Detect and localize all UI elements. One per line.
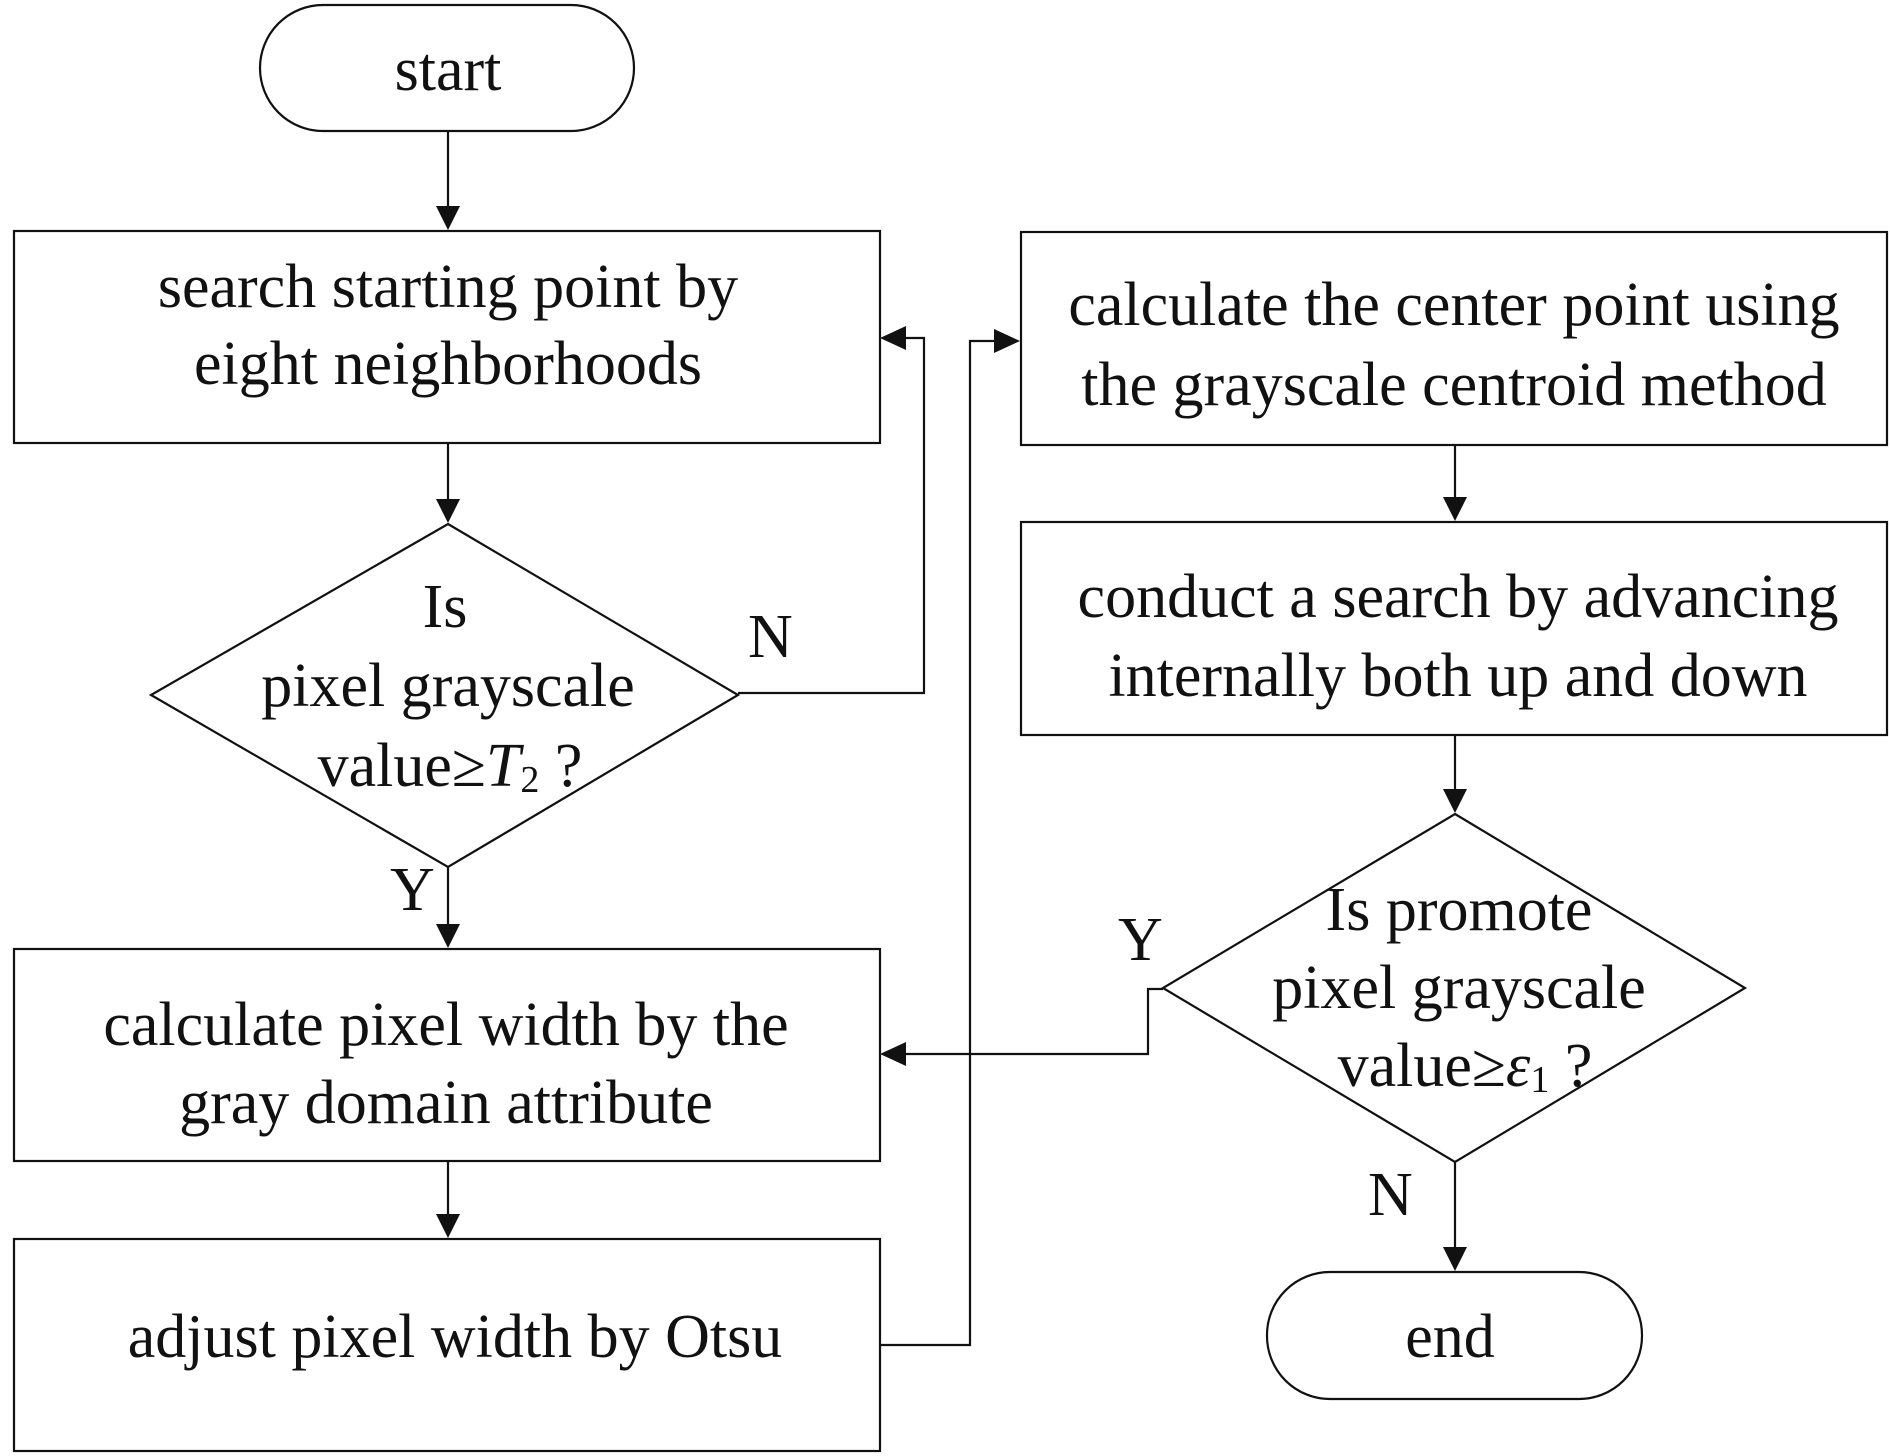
decision-t2-line2: pixel grayscale <box>261 652 635 720</box>
decision-t2-line3: value≥T2 ? <box>318 732 583 801</box>
decision-e1-suffix: ? <box>1549 1032 1592 1100</box>
decision-t2-line1: Is <box>423 573 468 641</box>
calc-width-line1: calculate pixel width by the <box>103 991 788 1059</box>
edge-label-t2-yes: Y <box>390 856 435 924</box>
arrowhead-search-loop-in <box>880 326 906 350</box>
search-start-line1: search starting point by <box>158 253 738 321</box>
internal-search-line2: internally both up and down <box>1108 642 1807 710</box>
decision-e1-line2: pixel grayscale <box>1272 954 1646 1022</box>
arrowhead-internal-search-in <box>1443 497 1467 521</box>
decision-e1-diamond <box>1160 812 1748 1164</box>
start-label: start <box>395 36 502 104</box>
decision-t2-subscript: 2 <box>520 759 539 801</box>
internal-search-box <box>1019 520 1889 737</box>
edge-label-e1-no: N <box>1368 1161 1413 1229</box>
decision-e1-prefix: value≥ <box>1338 1032 1506 1100</box>
arrowhead-end-in <box>1443 1247 1467 1271</box>
decision-t2-node: Is pixel grayscale value≥T2 ? <box>148 522 741 869</box>
end-label: end <box>1405 1303 1495 1371</box>
arrowhead-calc-width-side-in <box>880 1042 906 1066</box>
decision-e1-line1: Is promote <box>1326 876 1593 944</box>
center-point-line2: the grayscale centroid method <box>1081 351 1826 419</box>
decision-t2-suffix: ? <box>539 732 582 800</box>
arrowhead-search-in <box>436 206 460 230</box>
arrowhead-decision-t2-in <box>436 499 460 523</box>
adjust-width-box <box>12 1237 882 1453</box>
center-point-node: calculate the center point using the gra… <box>1019 230 1889 447</box>
calc-width-line2: gray domain attribute <box>179 1069 713 1137</box>
calc-width-node: calculate pixel width by the gray domain… <box>12 947 882 1163</box>
start-node: start <box>258 3 636 133</box>
end-terminator <box>1265 1270 1644 1401</box>
decision-e1-symbol: ε <box>1506 1032 1531 1100</box>
edge-label-e1-yes: Y <box>1118 906 1163 974</box>
arrowhead-calc-width-in <box>436 924 460 948</box>
edge-labels: N Y Y N <box>390 603 1413 1229</box>
calc-width-box <box>12 947 882 1163</box>
search-start-box <box>12 229 882 445</box>
internal-search-line1: conduct a search by advancing <box>1078 563 1839 631</box>
arrowhead-decision-e1-in <box>1443 789 1467 813</box>
adjust-width-label: adjust pixel width by Otsu <box>128 1303 782 1371</box>
edge-adjust-to-center-point <box>880 339 995 1347</box>
center-point-line1: calculate the center point using <box>1068 271 1839 339</box>
connectors <box>436 131 1467 1347</box>
arrowhead-adjust-in <box>436 1214 460 1238</box>
decision-e1-subscript: 1 <box>1530 1059 1549 1101</box>
decision-t2-prefix: value≥ <box>318 732 486 800</box>
decision-t2-symbol: T <box>486 732 525 800</box>
start-terminator <box>258 3 636 133</box>
decision-e1-line3: value≥ε1 ? <box>1338 1032 1593 1101</box>
edge-decision-e1-yes-to-calc-width <box>905 987 1163 1056</box>
end-node: end <box>1265 1270 1644 1401</box>
edge-label-t2-no: N <box>748 603 793 671</box>
edge-decision-t2-no-loop <box>738 336 926 695</box>
arrowhead-center-point-in <box>994 329 1020 353</box>
decision-e1-node: Is promote pixel grayscale value≥ε1 ? <box>1160 812 1748 1164</box>
search-start-line2: eight neighborhoods <box>194 330 702 398</box>
internal-search-node: conduct a search by advancing internally… <box>1019 520 1889 737</box>
decision-t2-diamond <box>148 522 741 869</box>
search-start-node: search starting point by eight neighborh… <box>12 229 882 445</box>
adjust-width-node: adjust pixel width by Otsu <box>12 1237 882 1453</box>
center-point-box <box>1019 230 1889 447</box>
